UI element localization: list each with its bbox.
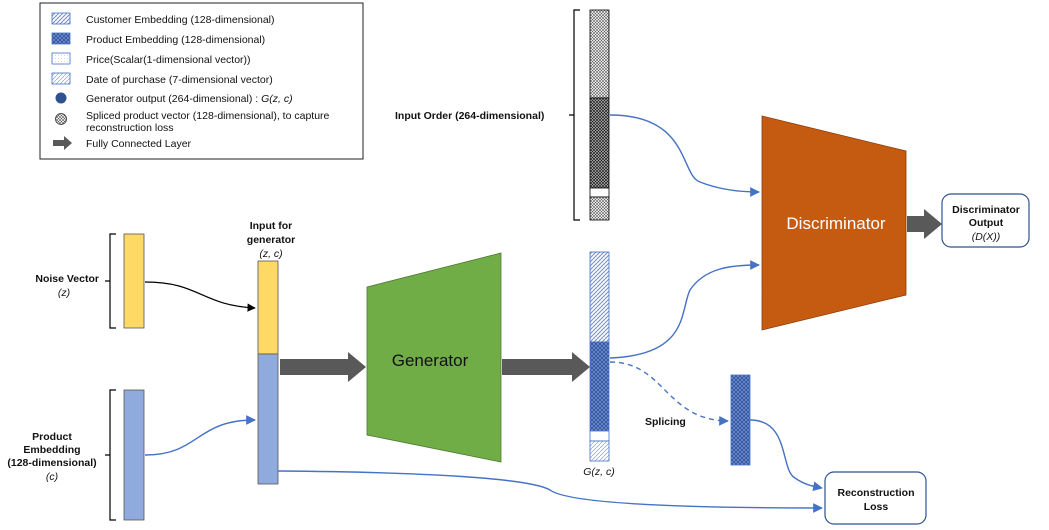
discriminator-label: Discriminator [786, 214, 886, 233]
gen-out-seg-price [589, 430, 610, 442]
disc-output-label-2: Output [969, 217, 1004, 229]
noise-bracket [105, 233, 116, 329]
legend-swatch-price [51, 52, 71, 65]
legend-swatch-product [51, 32, 71, 45]
legend-frame [39, 2, 364, 160]
recon-label-2: Loss [864, 501, 889, 513]
spliced-product-vector [730, 374, 751, 466]
legend-label-spliced-1: Spliced product vector (128-dimensional)… [86, 110, 330, 122]
product-label-3: (128-dimensional) [7, 457, 96, 469]
product-to-recon-connector [277, 470, 823, 513]
product-bracket [105, 389, 116, 521]
input-order-seg-price [589, 187, 610, 198]
gen-input-symbol: (z, c) [259, 248, 282, 260]
gen-input-label-1: Input for [250, 220, 293, 232]
fake-to-discriminator-connector [609, 260, 760, 359]
generator-output: G(z, c) [583, 251, 615, 478]
legend-label-price: Price(Scalar(1-dimensional vector)) [86, 54, 251, 66]
legend-label-generator-output: Generator output (264-dimensional) : G(z… [86, 93, 293, 105]
legend-swatch-customer [51, 12, 71, 25]
gen-out-seg-date [589, 440, 610, 462]
legend-label-spliced-2: reconstruction loss [86, 122, 174, 134]
product-symbol: (c) [46, 471, 58, 483]
splicing-connector [609, 361, 729, 426]
gen-input-seg-noise [257, 260, 279, 355]
product-connector [144, 415, 256, 456]
gen-out-seg-customer [589, 251, 610, 343]
spliced-to-recon-connector [749, 419, 823, 492]
legend-label-date: Date of purchase (7-dimensional vector) [86, 74, 273, 86]
legend: Customer Embedding (128-dimensional) Pro… [39, 2, 364, 160]
recon-box [824, 471, 927, 525]
fc-arrow-to-generator-icon [280, 352, 366, 382]
noise-vector: Noise Vector (z) [35, 233, 145, 329]
input-order-bracket [569, 9, 580, 221]
input-order-seg-customer [589, 9, 610, 99]
legend-label-customer: Customer Embedding (128-dimensional) [86, 14, 275, 26]
legend-label-fc: Fully Connected Layer [86, 138, 192, 150]
product-label-1: Product [32, 431, 72, 443]
gen-input-seg-product [257, 353, 279, 485]
gen-output-label: G(z, c) [583, 466, 615, 478]
real-to-discriminator-connector [609, 114, 760, 197]
product-label-2: Embedding [23, 444, 80, 456]
legend-dot-generator-output [55, 92, 67, 104]
generator-shape [366, 252, 502, 463]
input-order-seg-date [589, 196, 610, 221]
legend-arrow-fc-icon [53, 136, 72, 150]
reconstruction-loss: Reconstruction Loss [824, 471, 927, 525]
fc-arrow-to-disc-output-icon [907, 209, 942, 239]
discriminator: Discriminator [761, 115, 907, 331]
discriminator-output: Discriminator Output (D(X)) [941, 193, 1030, 248]
gen-out-seg-product [589, 341, 610, 432]
input-order-label: Input Order (264-dimensional) [395, 110, 544, 122]
legend-label-product: Product Embedding (128-dimensional) [86, 34, 265, 46]
noise-connector [144, 281, 256, 312]
gen-input-label-2: generator [247, 234, 295, 246]
noise-vector-bar [123, 233, 145, 329]
input-order: Input Order (264-dimensional) [395, 9, 610, 221]
fc-arrow-to-output-icon [502, 352, 590, 382]
noise-label: Noise Vector [35, 273, 99, 285]
legend-dot-spliced [55, 113, 67, 125]
disc-output-box [941, 193, 1030, 248]
splicing-label: Splicing [645, 416, 686, 428]
generator: Generator [366, 252, 502, 463]
product-embedding: Product Embedding (128-dimensional) (c) [7, 389, 145, 521]
recon-label-1: Reconstruction [837, 487, 914, 499]
legend-swatch-date [51, 72, 71, 85]
generator-label: Generator [392, 351, 469, 370]
disc-output-symbol: (D(X)) [972, 231, 1001, 243]
product-embedding-bar [123, 389, 145, 521]
input-order-seg-product [589, 97, 610, 189]
disc-output-label-1: Discriminator [952, 204, 1020, 216]
noise-symbol: (z) [58, 287, 70, 299]
discriminator-shape [761, 115, 907, 331]
generator-input: Input for generator (z, c) [247, 220, 295, 485]
